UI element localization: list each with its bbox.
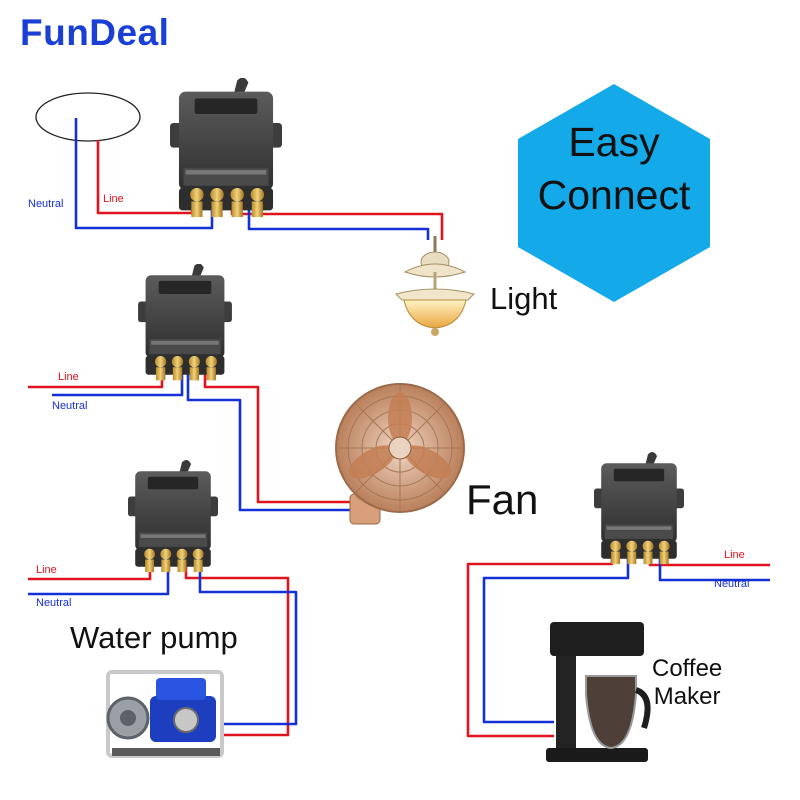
coffee-maker-icon bbox=[546, 622, 651, 762]
coffee-load-neutral-wire bbox=[482, 556, 630, 724]
easy-connect-hexagon bbox=[518, 84, 710, 302]
badge-line1: Easy bbox=[568, 119, 660, 165]
relay-module-fan bbox=[138, 264, 232, 381]
pump-load-line-wire bbox=[184, 566, 290, 737]
power-source-ellipse bbox=[35, 92, 141, 142]
fan-source-line-wire bbox=[28, 372, 164, 389]
label-pump-neutral: Neutral bbox=[36, 597, 72, 609]
light-neutral-wire bbox=[247, 192, 430, 240]
water-pump-icon bbox=[106, 670, 224, 758]
label-top-line: Line bbox=[103, 193, 124, 205]
brand-logo: FunDeal bbox=[20, 12, 170, 53]
chandelier-icon bbox=[395, 236, 475, 336]
pump-load-neutral-wire bbox=[198, 566, 298, 726]
label-coffee-line: Line bbox=[724, 549, 745, 561]
relay-module-coffee bbox=[594, 452, 684, 565]
pump-source-neutral-wire bbox=[28, 566, 170, 596]
label-fan-neutral: Neutral bbox=[52, 400, 88, 412]
relay-module-pump bbox=[128, 460, 218, 573]
label-top-neutral: Neutral bbox=[28, 198, 64, 210]
label-pump-line: Line bbox=[36, 564, 57, 576]
label-coffee-line2: Maker bbox=[653, 683, 721, 710]
coffee-source-neutral-wire bbox=[658, 556, 770, 582]
wall-fan-icon bbox=[335, 383, 465, 525]
label-fan: Fan bbox=[466, 476, 539, 523]
label-coffee-line1: Coffee bbox=[652, 655, 723, 682]
label-coffee-maker: Coffee Maker bbox=[652, 655, 722, 711]
badge-line2: Connect bbox=[537, 172, 691, 218]
label-fan-line: Line bbox=[58, 371, 79, 383]
relay-module-light bbox=[170, 78, 282, 218]
label-light: Light bbox=[490, 281, 558, 316]
fan-load-neutral-wire bbox=[186, 372, 362, 512]
label-water-pump: Water pump bbox=[70, 620, 238, 655]
label-coffee-neutral: Neutral bbox=[714, 578, 750, 590]
fan-load-line-wire bbox=[203, 372, 362, 504]
easy-connect-badge: Easy Connect bbox=[522, 116, 706, 222]
